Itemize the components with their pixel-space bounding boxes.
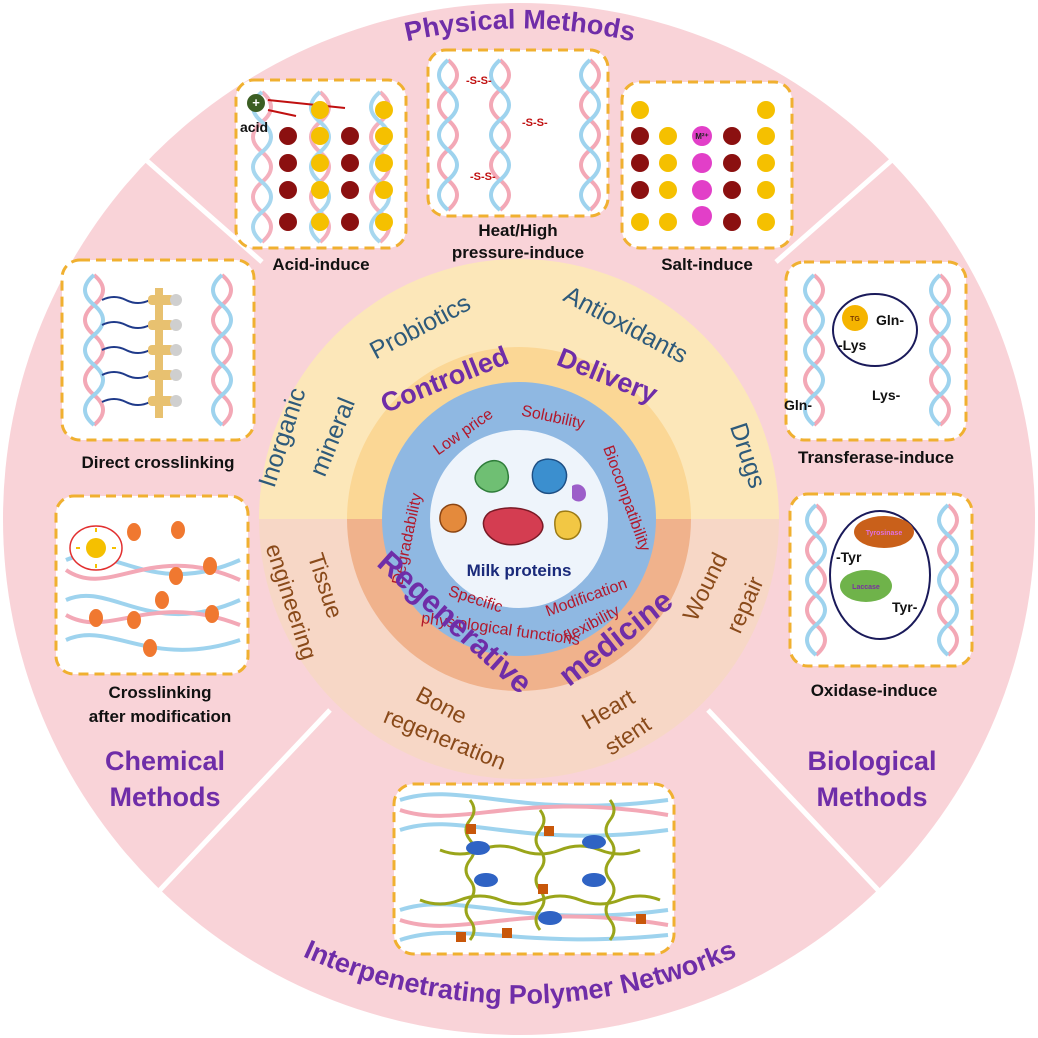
acid-particles-icon (279, 101, 393, 231)
lys-inner: -Lys (838, 337, 866, 353)
gln-outer: Gln- (784, 397, 812, 413)
modification-caption-1: Crosslinking (109, 683, 212, 702)
direct-caption: Direct crosslinking (81, 453, 234, 472)
acid-caption: Acid-induce (272, 255, 369, 274)
lys-outer: Lys- (872, 387, 901, 403)
ss-bond-label: -S-S- (466, 75, 492, 87)
tyrosinase-label: Tyrosinase (866, 530, 903, 537)
heat-caption-1: Heat/High (478, 221, 557, 240)
tyr-right: Tyr- (892, 599, 918, 615)
laccase-label: Laccase (852, 584, 880, 591)
protein-structures-icon (439, 458, 586, 546)
ion-label: M²⁺ (695, 132, 709, 141)
tg-label: TG (850, 316, 860, 323)
modification-caption-2: after modification (89, 707, 232, 726)
tg-enzyme-icon (842, 305, 868, 331)
salt-particles-icon: M²⁺ (631, 101, 775, 231)
svg-text:-S-S-: -S-S- (470, 171, 496, 183)
transferase-caption: Transferase-induce (798, 448, 954, 467)
biological-title-2: Methods (817, 782, 928, 812)
oxidase-caption: Oxidase-induce (811, 681, 938, 700)
chemical-title-1: Chemical (105, 746, 225, 776)
chemical-title-2: Methods (110, 782, 221, 812)
heat-caption-2: pressure-induce (452, 243, 584, 262)
acid-label: acid (240, 119, 268, 135)
salt-caption: Salt-induce (661, 255, 753, 274)
panel-acid: + acid Acid-induce (234, 78, 408, 274)
panel-modification: Crosslinking after modification (54, 494, 250, 726)
tyrosinase-icon (854, 516, 914, 548)
panel-salt: M²⁺ Salt-induce (620, 80, 794, 274)
panel-direct: Direct crosslinking (60, 258, 256, 472)
panel-ipn (392, 782, 676, 956)
gln-inner: Gln- (876, 312, 904, 328)
svg-text:+: + (252, 95, 260, 110)
laccase-icon (840, 570, 892, 602)
panel-heat: -S-S- -S-S- -S-S- Heat/High pressure-ind… (426, 48, 610, 262)
biological-title-1: Biological (807, 746, 936, 776)
svg-text:-S-S-: -S-S- (522, 117, 548, 129)
panel-transferase: TG Gln- -Lys Gln- Lys- Transferase-induc… (784, 260, 968, 467)
panel-oxidase: Tyrosinase Laccase -Tyr Tyr- Oxidase-ind… (788, 492, 974, 700)
tyr-left: -Tyr (836, 549, 862, 565)
center-title: Milk proteins (467, 561, 572, 580)
sector-dividers (110, 128, 928, 892)
sun-icon (69, 525, 123, 571)
